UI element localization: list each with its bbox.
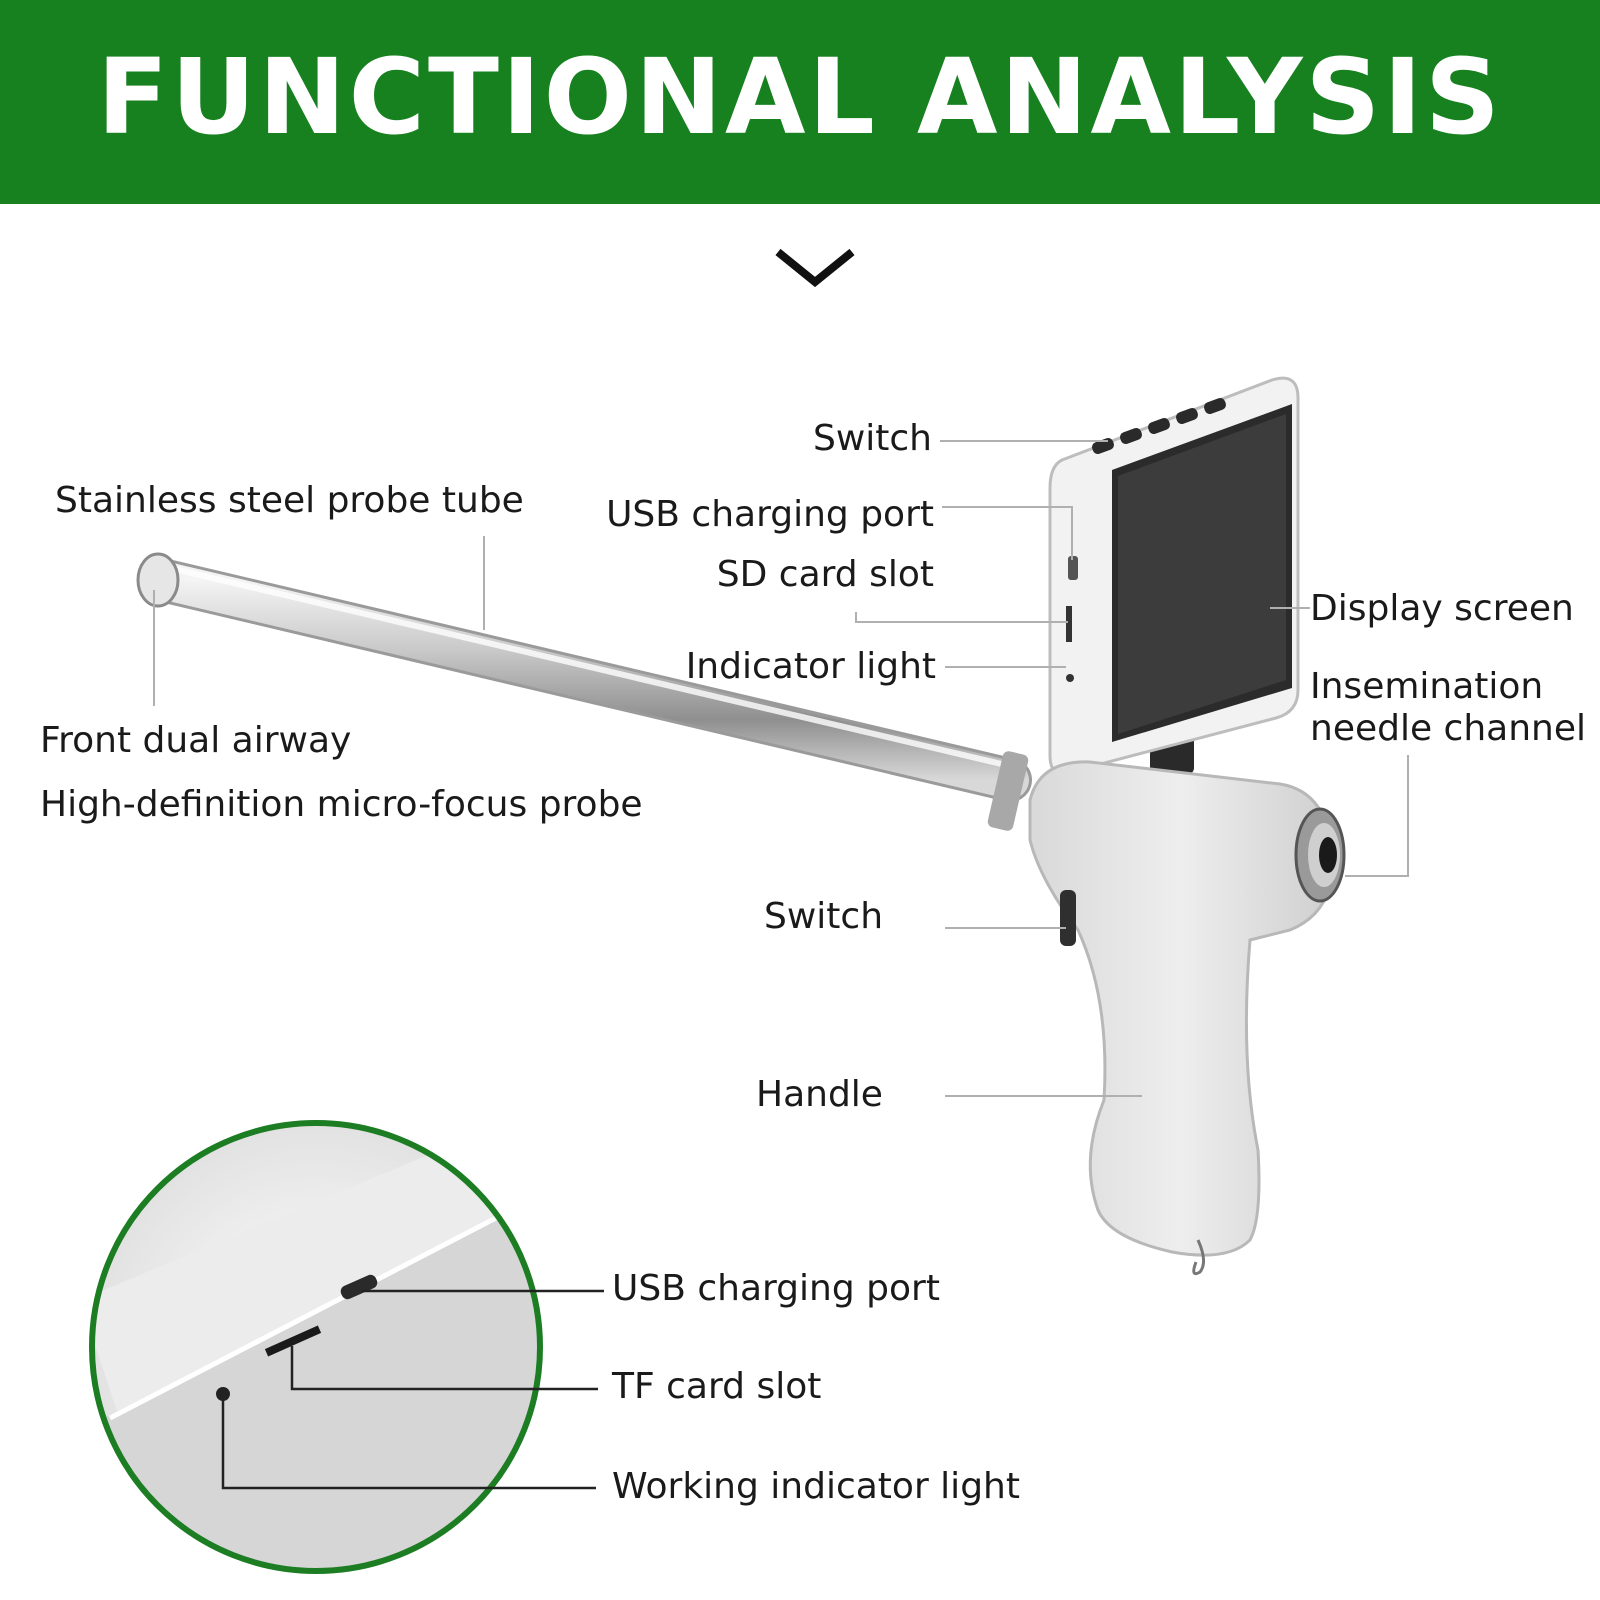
display-monitor xyxy=(1048,376,1300,775)
needle-channel-port xyxy=(1294,807,1346,903)
probe-tube xyxy=(140,558,1032,802)
gun-body xyxy=(1028,760,1334,1276)
detail-magnifier xyxy=(89,1120,543,1574)
title-banner: FUNCTIONAL ANALYSIS xyxy=(0,0,1600,204)
label-usb-port: USB charging port xyxy=(606,494,934,535)
chevron-down-icon xyxy=(775,248,855,288)
label-hd-probe: High-definition micro-focus probe xyxy=(40,784,643,825)
label-needle-line2: needle channel xyxy=(1310,708,1587,749)
label-switch-top: Switch xyxy=(812,418,932,459)
label-detail-tf-slot: TF card slot xyxy=(612,1366,822,1407)
label-dual-airway: Front dual airway xyxy=(40,720,352,761)
label-needle-line1: Insemination xyxy=(1310,666,1544,707)
label-detail-usb-port: USB charging port xyxy=(612,1268,940,1309)
label-display: Display screen xyxy=(1310,588,1574,629)
label-sd-slot: SD card slot xyxy=(716,554,934,595)
label-probe-tube: Stainless steel probe tube xyxy=(55,480,524,521)
indicator-light-detail xyxy=(216,1387,230,1401)
page-title: FUNCTIONAL ANALYSIS xyxy=(97,36,1503,158)
tf-slot-detail xyxy=(264,1325,322,1357)
detail-leader-lines xyxy=(221,1289,604,1490)
monitor-buttons xyxy=(1092,398,1226,454)
label-indicator: Indicator light xyxy=(685,646,936,687)
label-switch-mid: Switch xyxy=(764,896,884,937)
leader-lines xyxy=(153,440,1409,1097)
usb-port-detail xyxy=(340,1274,378,1300)
label-detail-working-light: Working indicator light xyxy=(612,1466,1020,1507)
probe-tip xyxy=(136,552,180,608)
label-handle: Handle xyxy=(756,1074,883,1115)
